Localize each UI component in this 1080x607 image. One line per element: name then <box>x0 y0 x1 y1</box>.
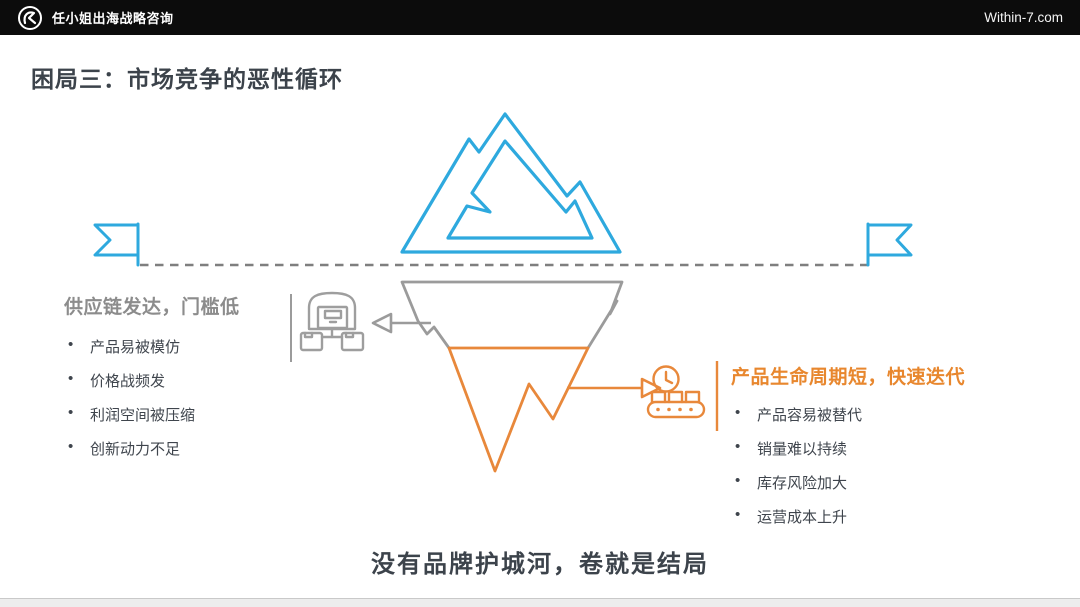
left-bullet-list: 产品易被模仿 价格战频发 利润空间被压缩 创新动力不足 <box>64 336 195 472</box>
arrow-to-left-icon <box>371 312 431 334</box>
list-item: 库存风险加大 <box>731 472 862 493</box>
list-item: 创新动力不足 <box>64 438 195 459</box>
flag-right-icon <box>866 222 913 267</box>
list-item: 利润空间被压缩 <box>64 404 195 425</box>
brand-name: 任小姐出海战略咨询 <box>52 11 174 26</box>
list-item: 运营成本上升 <box>731 506 862 527</box>
warehouse-distribution-icon <box>299 291 365 352</box>
left-panel-heading: 供应链发达，门槛低 <box>64 297 240 318</box>
top-bar: 任小姐出海战略咨询 Within-7.com <box>0 0 1080 35</box>
arrow-to-right-icon <box>567 377 662 399</box>
list-item: 价格战频发 <box>64 370 195 391</box>
brand-logo-icon <box>17 5 43 31</box>
right-panel-heading: 产品生命周期短，快速迭代 <box>731 367 966 388</box>
iceberg-above-water <box>400 112 622 254</box>
list-item: 产品易被模仿 <box>64 336 195 357</box>
conclusion-statement: 没有品牌护城河，卷就是结局 <box>371 551 709 578</box>
clock-conveyor-icon <box>646 365 706 419</box>
flag-left-icon <box>93 222 140 267</box>
right-bullet-list: 产品容易被替代 销量难以持续 库存风险加大 运营成本上升 <box>731 404 862 540</box>
bottom-strip <box>0 598 1080 607</box>
iceberg-below-water-orange <box>447 346 590 473</box>
list-item: 销量难以持续 <box>731 438 862 459</box>
iceberg-below-water-gray <box>400 280 624 349</box>
site-url: Within-7.com <box>984 10 1063 25</box>
page-title: 困局三：市场竞争的恶性循环 <box>31 66 343 92</box>
list-item: 产品容易被替代 <box>731 404 862 425</box>
